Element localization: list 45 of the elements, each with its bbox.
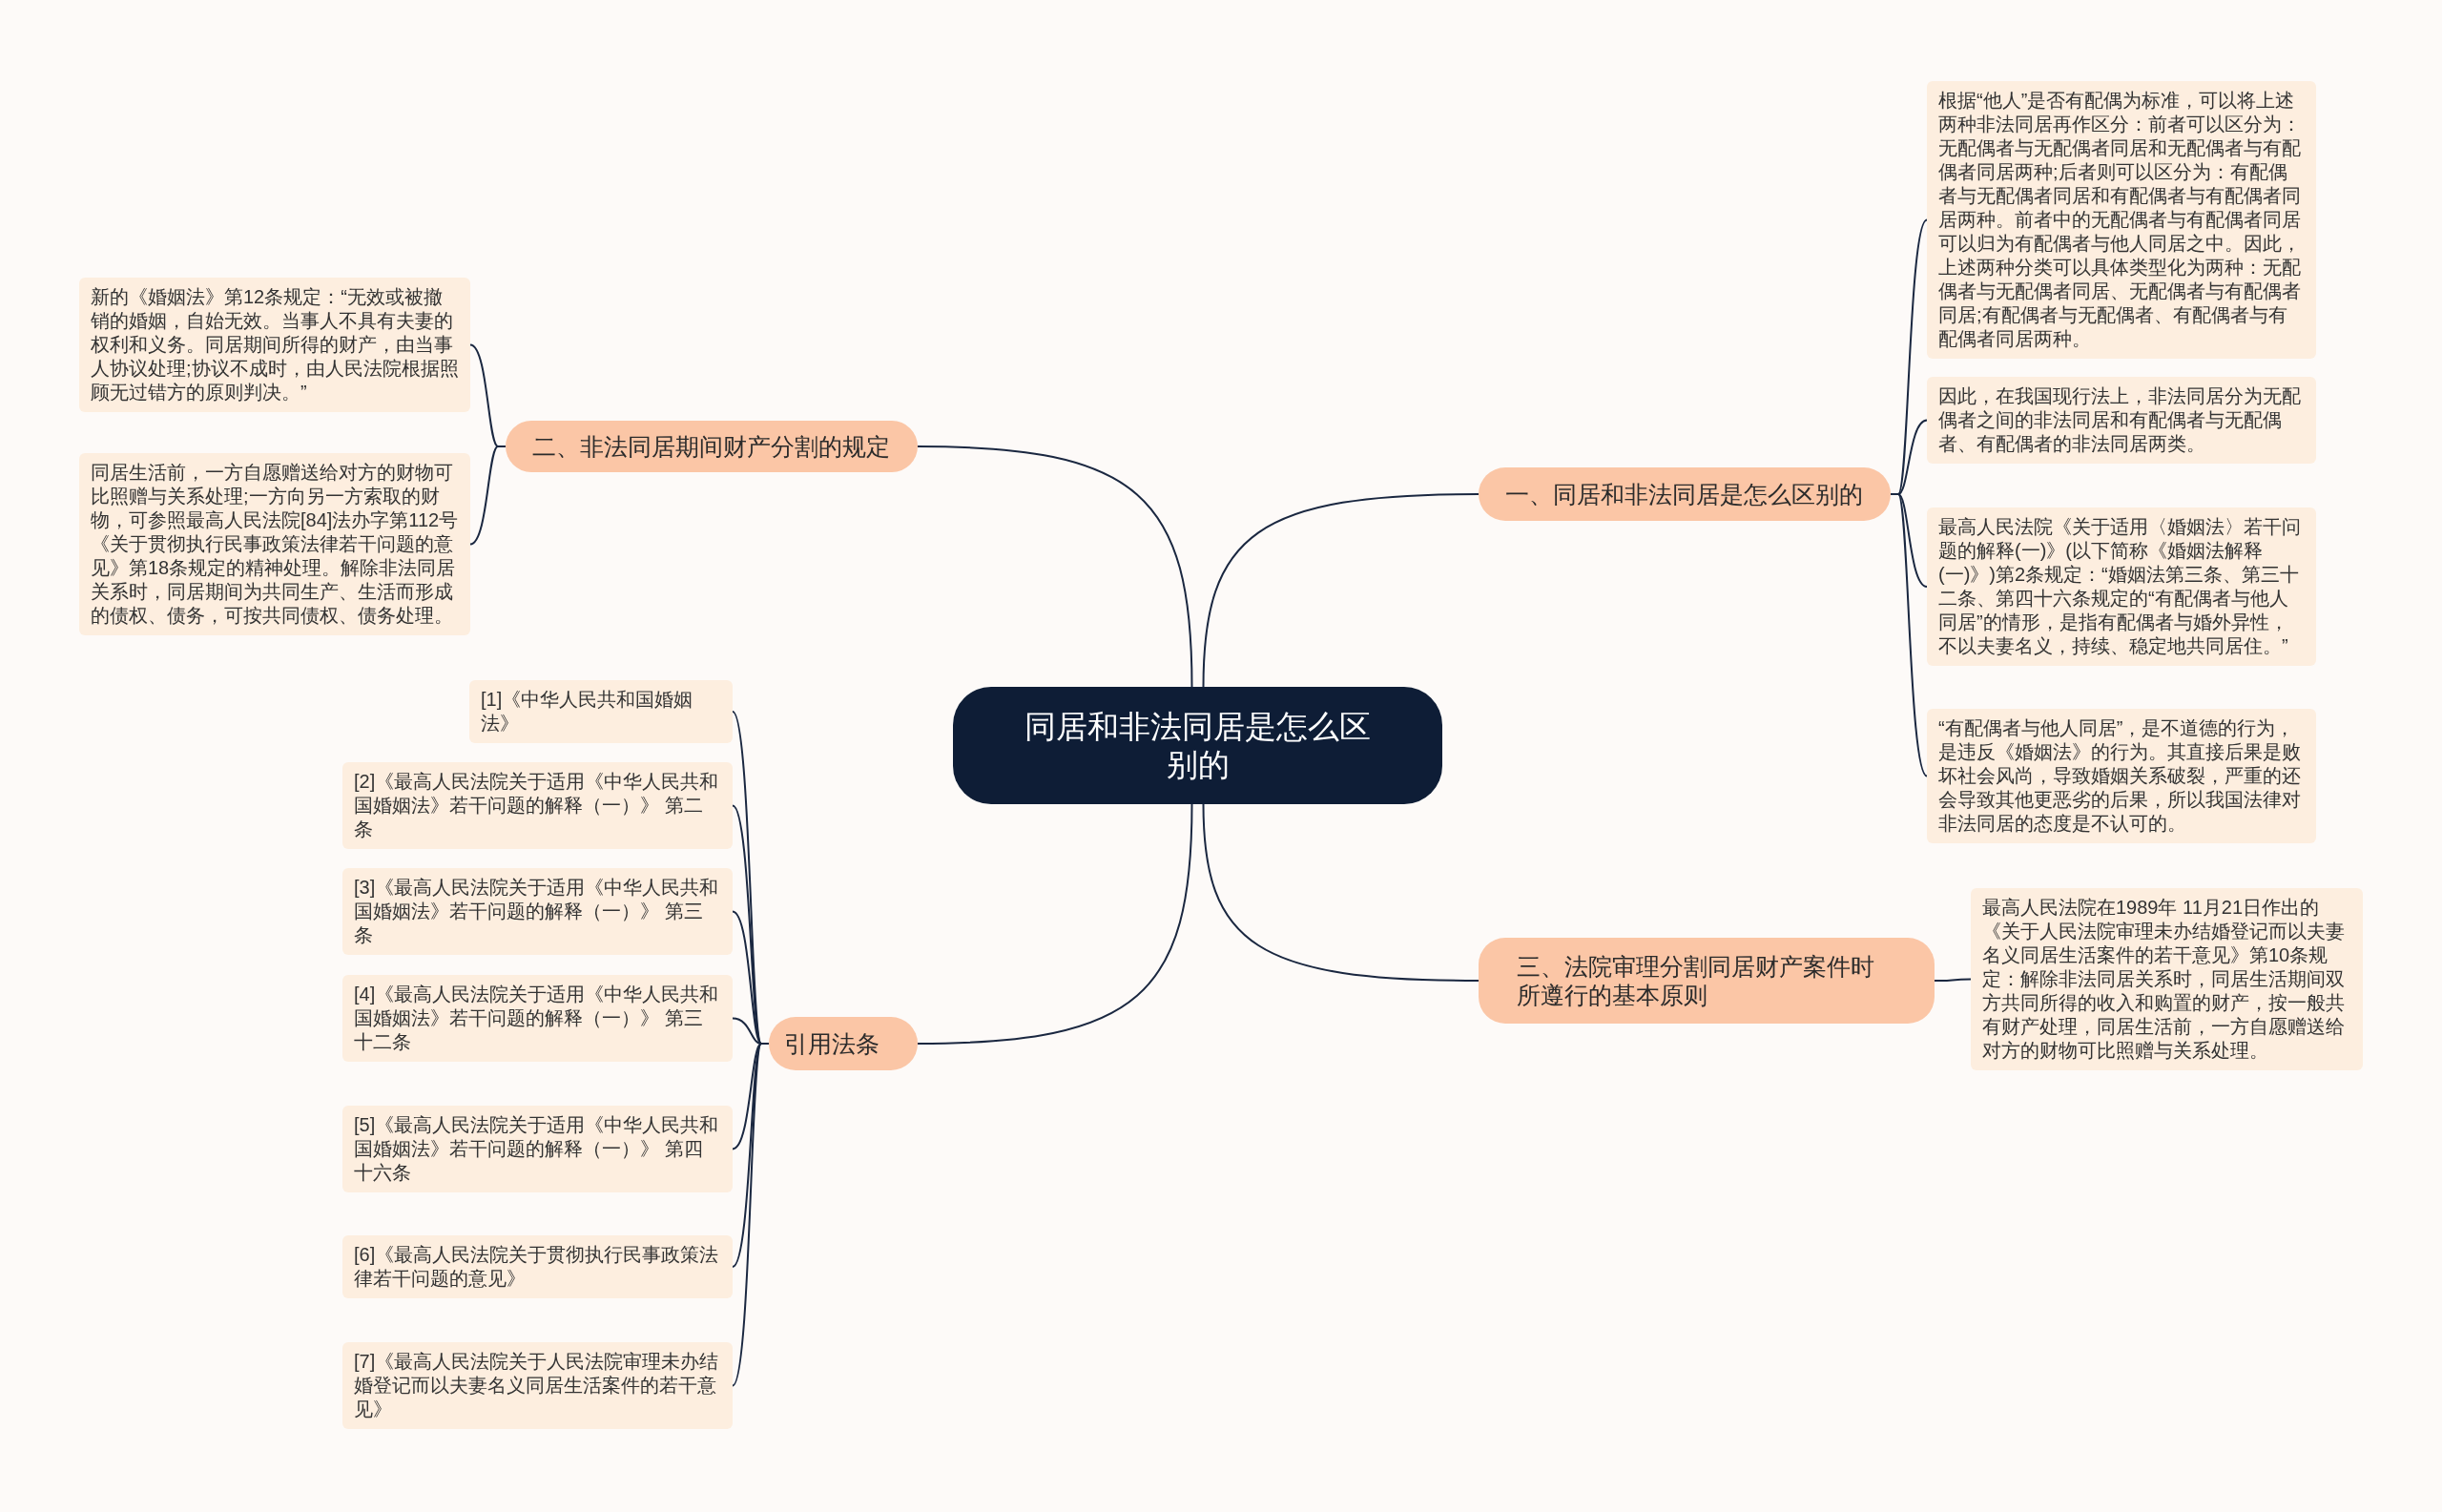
topic-text: [4]《最高人民法院关于适用《中华人民共和国婚姻法》若干问题的解释（一）》 第三十二条 (354, 984, 719, 1052)
connector-line (1202, 803, 1480, 982)
connector-line (1890, 493, 1928, 777)
connector-line (732, 1043, 770, 1387)
note-card (342, 1106, 733, 1192)
note-card (342, 1342, 733, 1429)
note-card (79, 278, 470, 412)
topic-text: 三、法院审理分割同居财产案件时所遵行的基本原则 (1517, 952, 1875, 1009)
topic-text: “有配偶者与他人同居”，是不道德的行为，是违反《婚姻法》的行为。其直接后果是败坏社会风尚，导致婚姻关系破裂，严重的还会导致其他更恶劣的后果，所以我国法律对非法同居的态度是不认可的。 (1938, 717, 2301, 834)
topic-text: [3]《最高人民法院关于适用《中华人民共和国婚姻法》若干问题的解释（一）》 第三条 (354, 877, 719, 945)
topic-text: 最高人民法院在1989年 11月21日作出的《关于人民法院审理未办结婚登记而以夫妻名义同居生活案件的若干意见》第10条规定：解除非法同居关系时，同居生活期间双方共同所得的收入和购置的财产，按一般共有财产处理，同居生活前，一方自愿赠送给对方的财物可比照赠与关系处理。 (1982, 897, 2345, 1061)
topic-text: [2]《最高人民法院关于适用《中华人民共和国婚姻法》若干问题的解释（一）》 第二条 (354, 771, 719, 839)
note-card (1971, 888, 2363, 1070)
branch-topic (506, 421, 918, 472)
topic-text: 根据“他人”是否有配偶为标准，可以将上述两种非法同居再作区分：前者可以区分为：无配偶者与无配偶者同居和无配偶者与有配偶者同居两种;后者则可以区分为：有配偶者与无配偶者同居和有配偶者与有配偶者同居两种。前者中的无配偶者与有配偶者同居可以归为有配偶者与他人同居之中。因此，上述两种分类可以具体类型化为两种：无配偶者与无配偶者同居、无配偶者与有配偶者同居;有配偶者与无配偶者、有配偶者与有配偶者同居两种。 (1938, 90, 2301, 349)
branch-topic (769, 1017, 918, 1070)
connector-line (469, 445, 507, 546)
connector-line (1202, 493, 1480, 688)
note-card (469, 680, 733, 743)
topic-text: 同居和非法同居是怎么区别的 (1024, 707, 1372, 784)
topic-text: 引用法条 (784, 1029, 880, 1058)
note-card (79, 453, 470, 635)
topic-text: 因此，在我国现行法上，非法同居分为无配偶者之间的非法同居和有配偶者与无配偶者、有配偶者的非法同居两类。 (1938, 385, 2301, 454)
topic-text: 最高人民法院《关于适用〈婚姻法〉若干问题的解释(一)》(以下简称《婚姻法解释(一)》)第2条规定：“婚姻法第三条、第三十二条、第四十六条规定的“有配偶者与他人同居”的情形，是指有配偶者与婚外异性，不以夫妻名义，持续、稳定地共同居住。” (1938, 516, 2301, 656)
connector-line (1934, 978, 1972, 982)
topic-text: 新的《婚姻法》第12条规定：“无效或被撤销的婚姻，自始无效。当事人不具有夫妻的权利和义务。同居期间所得的财产，由当事人协议处理;协议不成时，由人民法院根据照顾无过错方的原则判决。” (91, 286, 459, 403)
topic-text: [5]《最高人民法院关于适用《中华人民共和国婚姻法》若干问题的解释（一）》 第四十六条 (354, 1114, 719, 1183)
central-topic (953, 687, 1442, 804)
topic-text: 二、非法同居期间财产分割的规定 (532, 432, 890, 461)
connector-line (917, 445, 1193, 688)
note-card (342, 762, 733, 849)
note-card (342, 1235, 733, 1298)
topic-text: 同居生活前，一方自愿赠送给对方的财物可比照赠与关系处理;一方向另一方索取的财物，可参照最高人民法院[84]法办字第112号《关于贯彻执行民事政策法律若干问题的意见》第18条规定的精神处理。解除非法同居关系时，同居期间为共同生产、生活而形成的债权、债务，可按共同债权、债务处理。 (91, 462, 459, 626)
branch-topic (1479, 938, 1935, 1024)
note-card (1927, 709, 2316, 843)
topic-text: [7]《最高人民法院关于人民法院审理未办结婚登记而以夫妻名义同居生活案件的若干意见》 (354, 1351, 719, 1419)
note-card (342, 975, 733, 1062)
branch-topic (1479, 467, 1891, 521)
topic-text: [1]《中华人民共和国婚姻法》 (481, 689, 693, 734)
note-card (342, 868, 733, 955)
note-card (1927, 377, 2316, 464)
topic-text: [6]《最高人民法院关于贯彻执行民事政策法律若干问题的意见》 (354, 1244, 719, 1289)
topic-text: 一、同居和非法同居是怎么区别的 (1505, 480, 1863, 508)
connector-line (917, 803, 1193, 1045)
note-card (1927, 507, 2316, 666)
